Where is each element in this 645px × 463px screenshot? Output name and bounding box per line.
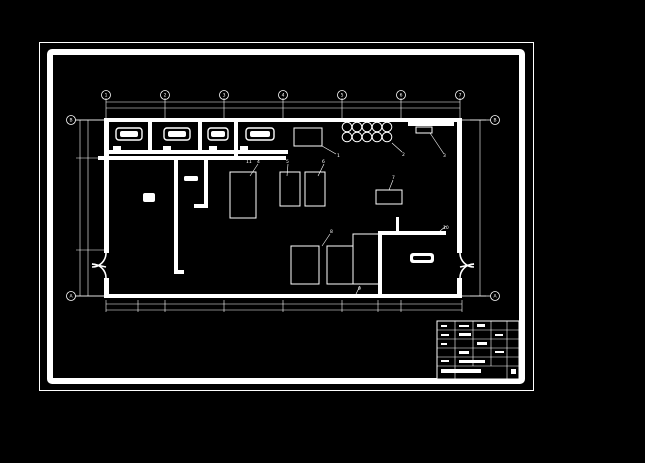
callout-2: 2 <box>402 152 405 158</box>
callout-1: 1 <box>337 153 340 159</box>
left-room-equipment <box>143 176 198 202</box>
lower-right-desk-inner <box>413 256 431 260</box>
callout-5: 5 <box>286 159 289 165</box>
grid-bubbles-side <box>66 115 500 301</box>
grid-bubbles-top <box>101 90 465 100</box>
exterior-walls <box>104 118 462 298</box>
callout-11: 11 <box>246 159 252 165</box>
grid-label-1: 1 <box>105 93 108 99</box>
callout-9: 9 <box>358 286 361 292</box>
circular-tanks <box>341 121 393 143</box>
grid-label-b-right: B <box>493 118 496 124</box>
callout-4: 4 <box>257 159 260 165</box>
callout-8: 8 <box>330 229 333 235</box>
door-swing-right <box>459 252 475 279</box>
callout-7: 7 <box>392 175 395 181</box>
grid-label-7: 7 <box>459 93 462 99</box>
grid-labels-top: 1 2 3 4 5 6 7 <box>105 93 462 99</box>
outer-sheet-border <box>39 42 534 391</box>
top-cubicle-partitions <box>104 122 288 160</box>
callout-6: 6 <box>322 159 325 165</box>
callout-labels: 1 2 3 4 5 6 7 8 9 10 11 <box>246 152 449 292</box>
grid-label-4: 4 <box>282 93 285 99</box>
grid-label-5: 5 <box>341 93 344 99</box>
top-dimension-lines <box>105 98 461 118</box>
left-dimension-lines <box>76 119 104 297</box>
right-dimension-lines <box>470 119 486 297</box>
grid-label-6: 6 <box>400 93 403 99</box>
grid-label-2: 2 <box>164 93 167 99</box>
grid-label-3: 3 <box>223 93 226 99</box>
corridor-wall <box>98 156 286 274</box>
bottom-dimension-lines <box>105 300 463 312</box>
thick-frame <box>47 49 525 384</box>
callout-10: 10 <box>443 225 449 231</box>
lower-right-room-walls <box>378 217 446 298</box>
grid-label-a-right: A <box>493 294 497 300</box>
grid-label-a-left: A <box>69 294 73 300</box>
leader-lines <box>249 132 447 295</box>
top-right-equipment <box>408 122 454 134</box>
title-block <box>436 320 520 380</box>
cubicle-desks <box>115 127 275 141</box>
callout-3: 3 <box>443 153 446 159</box>
grid-labels-side: B A B A <box>69 118 497 300</box>
door-swing-left <box>91 252 107 279</box>
cubicle-desk-fills <box>120 131 270 137</box>
grid-label-b-left: B <box>69 118 72 124</box>
